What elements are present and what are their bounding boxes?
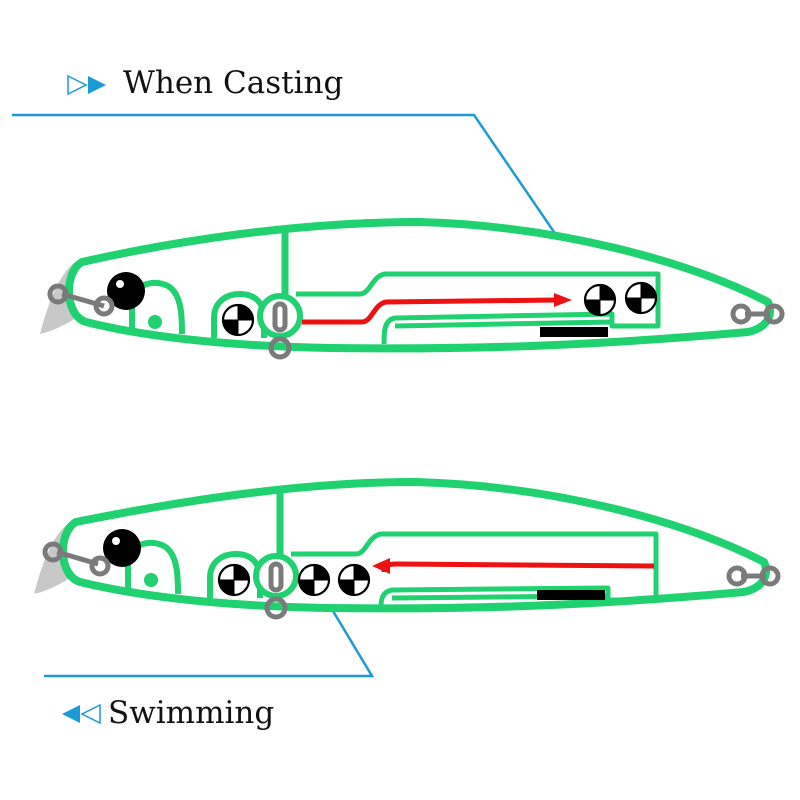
swimming-magnet: [537, 590, 605, 600]
swimming-rail-chamber: [291, 531, 659, 607]
checkered-weight-ball-icon: [221, 303, 255, 337]
casting-leader-line: [12, 113, 582, 271]
checkered-weight-ball-icon: [297, 563, 331, 597]
casting-rail-chamber: [296, 271, 661, 345]
casting-body-outline: [65, 218, 774, 353]
casting-ring-boss: [257, 293, 303, 339]
double-left-triangle-icon: [62, 703, 101, 725]
casting-line-tie-icon: [47, 283, 115, 317]
casting-rail-divider: [394, 319, 613, 329]
swimming-label: Swimming: [108, 695, 275, 731]
checkered-weight-ball-icon: [583, 283, 617, 317]
double-right-triangle-icon: [67, 74, 106, 96]
checkered-weight-ball-icon: [624, 281, 658, 315]
lure-casting: [12, 113, 785, 360]
casting-belly-hanger-icon: [268, 301, 292, 360]
checkered-weight-ball-icon: [217, 563, 251, 597]
casting-eye-icon: [107, 272, 145, 310]
swimming-eye-icon: [103, 529, 141, 567]
casting-front-dot: [148, 315, 162, 329]
checkered-weight-ball-icon: [337, 563, 371, 597]
lure-swimming: [34, 478, 781, 678]
casting-tail-hanger-icon: [730, 303, 785, 325]
swimming-ring-boss: [253, 553, 299, 599]
swimming-line-tie-icon: [42, 541, 111, 577]
swimming-front-dot: [144, 573, 158, 587]
casting-magnet: [540, 327, 608, 337]
casting-label: When Casting: [123, 65, 344, 101]
swimming-belly-hanger-icon: [264, 561, 288, 620]
swimming-leader-line: [44, 595, 375, 678]
swimming-tail-hanger-icon: [726, 565, 781, 587]
casting-movement-arrow: [302, 297, 557, 325]
